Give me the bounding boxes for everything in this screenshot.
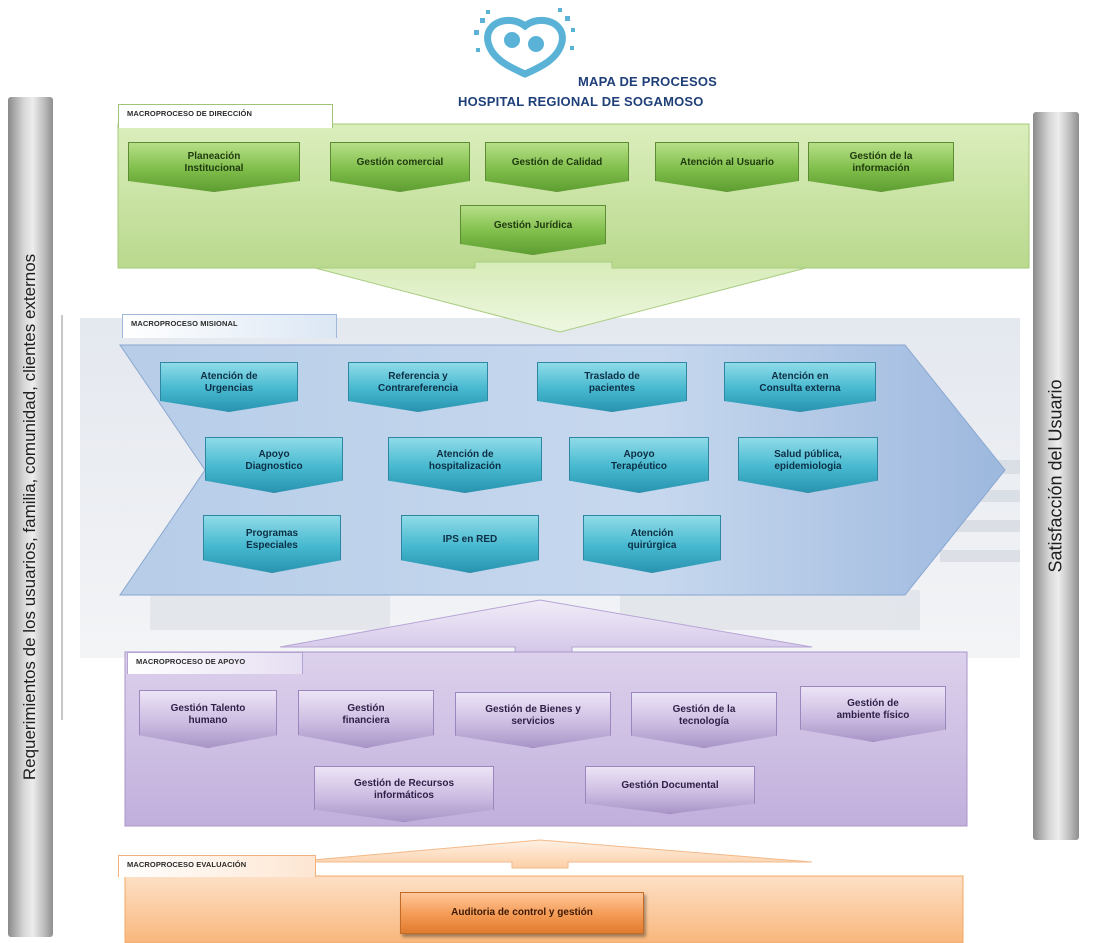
evaluacion-label: MACROPROCESO EVALUACIÓN: [118, 855, 316, 877]
process-auditoria-control-gestion[interactable]: Auditoria de control y gestión: [400, 892, 644, 934]
process-gestion-tecnologia[interactable]: Gestión de la tecnología: [631, 692, 777, 748]
direccion-arrow: [314, 261, 807, 333]
process-salud-publica[interactable]: Salud pública, epidemiologia: [738, 437, 878, 493]
map-subtitle: HOSPITAL REGIONAL DE SOGAMOSO: [458, 94, 704, 109]
process-ips-en-red[interactable]: IPS en RED: [401, 515, 539, 573]
process-atencion-quirurgica[interactable]: Atención quirúrgica: [583, 515, 721, 573]
process-apoyo-terapeutico[interactable]: Apoyo Terapéutico: [569, 437, 709, 493]
misional-label: MACROPROCESO MISIONAL: [122, 314, 337, 338]
process-atencion-urgencias[interactable]: Atención de Urgencias: [160, 362, 298, 412]
process-talento-humano[interactable]: Gestión Talento humano: [139, 690, 277, 748]
right-bar-label: Satisfacción del Usuario: [1045, 379, 1066, 573]
evaluacion-arrow: [289, 839, 813, 869]
direccion-label: MACROPROCESO DE DIRECCIÓN: [118, 104, 333, 128]
process-gestion-financiera[interactable]: Gestión financiera: [298, 690, 434, 748]
process-gestion-comercial[interactable]: Gestión comercial: [330, 142, 470, 192]
process-referencia-contrareferencia[interactable]: Referencia y Contrareferencia: [348, 362, 488, 412]
process-atencion-usuario[interactable]: Atención al Usuario: [655, 142, 799, 192]
left-bar-label: Requerimientos de los usuarios, familia,…: [20, 253, 39, 781]
hospital-logo-icon: [474, 8, 575, 78]
process-bienes-servicios[interactable]: Gestión de Bienes y servicios: [455, 692, 611, 748]
process-traslado-pacientes[interactable]: Traslado de pacientes: [537, 362, 687, 412]
process-programas-especiales[interactable]: Programas Especiales: [203, 515, 341, 573]
process-ambiente-fisico[interactable]: Gestión de ambiente físico: [800, 686, 946, 742]
apoyo-label: MACROPROCESO DE APOYO: [127, 652, 303, 674]
map-title: MAPA DE PROCESOS: [578, 74, 717, 89]
process-recursos-informaticos[interactable]: Gestión de Recursos informáticos: [314, 766, 494, 822]
process-gestion-documental[interactable]: Gestión Documental: [585, 766, 755, 814]
process-gestion-juridica[interactable]: Gestión Jurídica: [460, 205, 606, 255]
process-apoyo-diagnostico[interactable]: Apoyo Diagnostico: [205, 437, 343, 493]
process-atencion-hospitalizacion[interactable]: Atención de hospitalización: [388, 437, 542, 493]
right-satisfaction-bar: Satisfacción del Usuario: [1033, 112, 1079, 840]
apoyo-arrow: [279, 599, 813, 655]
process-planeacion-institucional[interactable]: Planeación Institucional: [128, 142, 300, 192]
process-consulta-externa[interactable]: Atención en Consulta externa: [724, 362, 876, 412]
process-gestion-informacion[interactable]: Gestión de la información: [808, 142, 954, 192]
left-requirements-bar: Requerimientos de los usuarios, familia,…: [8, 97, 53, 937]
process-gestion-calidad[interactable]: Gestión de Calidad: [485, 142, 629, 192]
